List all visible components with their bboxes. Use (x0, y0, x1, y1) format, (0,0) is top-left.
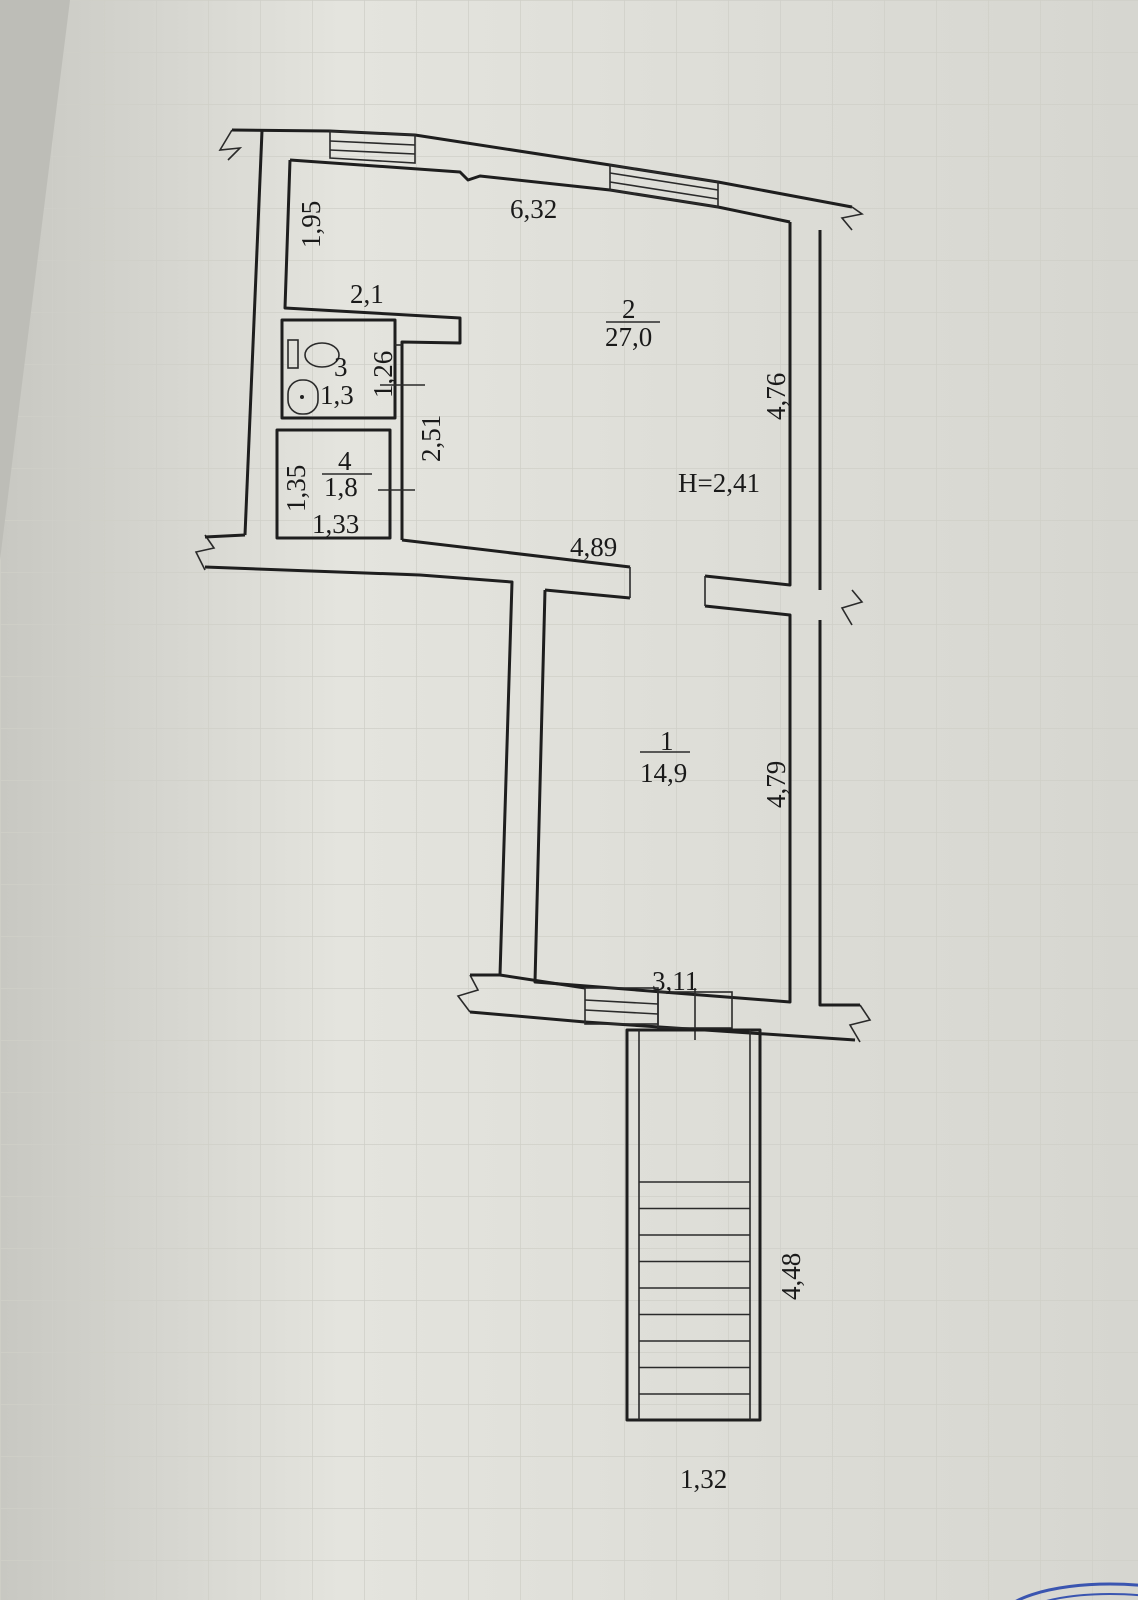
dim-room3-height: 1,26 (368, 351, 398, 398)
dim-room4-height: 1,35 (281, 465, 311, 512)
ceiling-height: H=2,41 (678, 468, 760, 498)
room-4-number: 4 (338, 446, 352, 476)
dim-room1-bottom: 3,11 (652, 966, 698, 996)
dim-room1-right: 4,79 (761, 761, 791, 808)
room-4-area: 1,8 (324, 472, 358, 502)
stamp (1015, 1582, 1138, 1600)
toilet-icon (287, 339, 340, 369)
room-1-area: 14,9 (640, 758, 687, 788)
dim-stair-length: 4,48 (776, 1253, 806, 1300)
room-2-number: 2 (622, 294, 636, 324)
dim-stair-width: 1,32 (680, 1464, 727, 1494)
stairs (625, 1028, 762, 1422)
dim-top-width: 6,32 (510, 194, 557, 224)
dim-room2-bottom: 4,89 (570, 532, 617, 562)
room-3-number: 3 (334, 352, 348, 382)
walls (194, 128, 872, 1043)
windows (329, 130, 719, 491)
sink-icon (287, 379, 319, 415)
dim-left-top: 1,95 (296, 201, 326, 248)
dim-room2-right: 4,76 (761, 373, 791, 420)
dim-partition: 2,1 (350, 279, 384, 309)
dim-corridor: 2,51 (416, 415, 446, 462)
dim-room4-width: 1,33 (312, 509, 359, 539)
room-3-area: 1,3 (320, 380, 354, 410)
page-edge (0, 0, 70, 560)
room-1-number: 1 (660, 726, 674, 756)
room-2-area: 27,0 (605, 322, 652, 352)
